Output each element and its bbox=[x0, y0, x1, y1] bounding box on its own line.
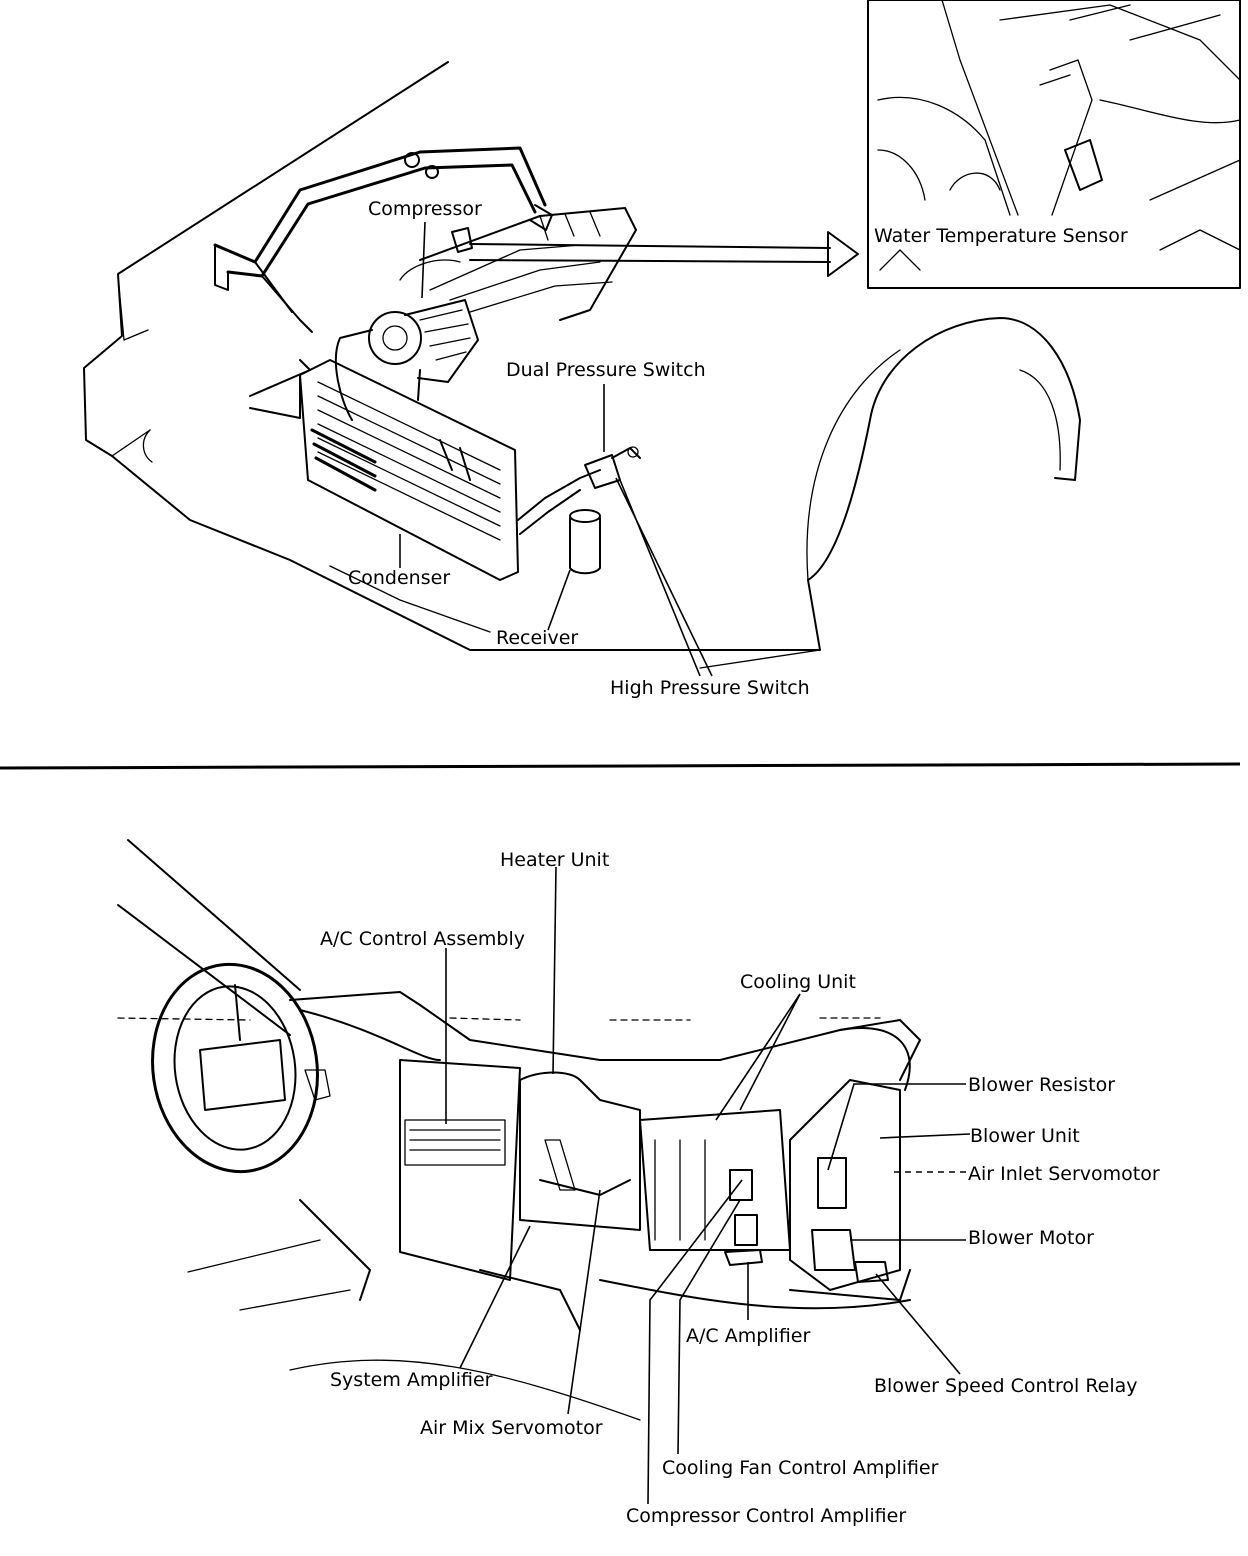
dual-pressure-switch-label: Dual Pressure Switch bbox=[506, 359, 706, 381]
high-pressure-switch-label: High Pressure Switch bbox=[610, 677, 810, 699]
cooling-unit-leader bbox=[715, 993, 801, 1121]
air-inlet-servomotor-label: Air Inlet Servomotor bbox=[968, 1163, 1160, 1185]
air-mix-servomotor-label: Air Mix Servomotor bbox=[420, 1417, 603, 1439]
heater-unit-label: Heater Unit bbox=[500, 849, 609, 871]
inset-pointer-arrow bbox=[469, 243, 831, 263]
blower-resistor-label: Blower Resistor bbox=[968, 1074, 1115, 1096]
blower-unit-leader bbox=[879, 1133, 971, 1139]
condenser-label: Condenser bbox=[348, 567, 450, 589]
compressor-control-amplifier-label: Compressor Control Amplifier bbox=[626, 1505, 906, 1527]
high-pressure-switch-leader bbox=[615, 477, 713, 677]
compressor-control-amplifier-leader bbox=[647, 1179, 743, 1505]
section-divider bbox=[0, 762, 1241, 770]
blower-motor-label: Blower Motor bbox=[968, 1227, 1094, 1249]
blower-speed-control-relay-leader bbox=[875, 1273, 961, 1375]
cooling-unit-label: Cooling Unit bbox=[740, 971, 856, 993]
receiver-leader bbox=[547, 569, 571, 631]
heater-unit-leader bbox=[552, 866, 557, 1075]
compressor-leader bbox=[421, 221, 426, 299]
water-temperature-sensor-inset bbox=[867, 0, 1241, 289]
ac-control-assembly-label: A/C Control Assembly bbox=[320, 928, 525, 950]
cooling-fan-control-amplifier-leader bbox=[677, 1199, 741, 1455]
water-temperature-sensor-label: Water Temperature Sensor bbox=[874, 225, 1128, 247]
air-mix-servomotor-leader bbox=[567, 1189, 601, 1415]
blower-unit-label: Blower Unit bbox=[970, 1125, 1080, 1147]
ac-amplifier-label: A/C Amplifier bbox=[686, 1325, 810, 1347]
system-amplifier-leader bbox=[459, 1225, 531, 1369]
blower-resistor-leader bbox=[827, 1083, 966, 1171]
compressor-label: Compressor bbox=[368, 198, 482, 220]
receiver-label: Receiver bbox=[496, 627, 578, 649]
engine-bay-illustration bbox=[83, 61, 1081, 677]
blower-speed-control-relay-label: Blower Speed Control Relay bbox=[874, 1375, 1138, 1397]
dashboard-illustration bbox=[117, 839, 921, 1421]
system-amplifier-label: System Amplifier bbox=[330, 1369, 493, 1391]
cooling-fan-control-amplifier-label: Cooling Fan Control Amplifier bbox=[662, 1457, 939, 1479]
